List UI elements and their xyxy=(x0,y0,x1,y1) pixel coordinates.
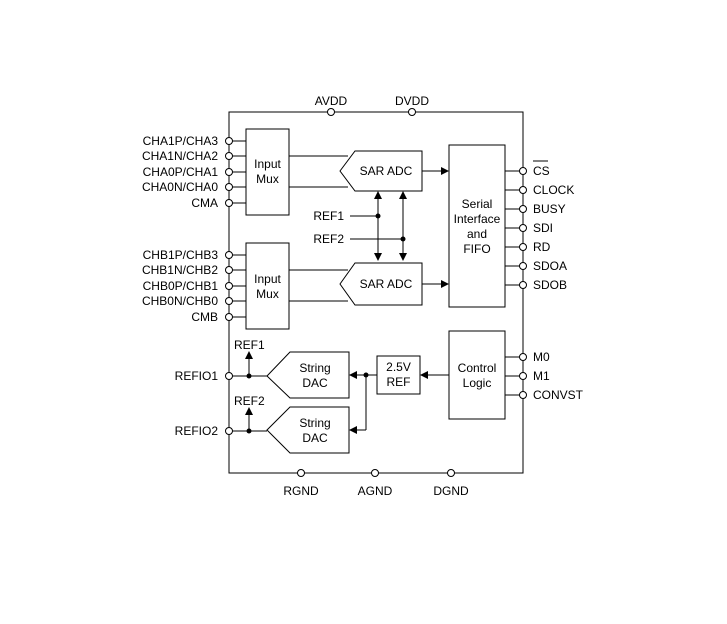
pin-cha0n xyxy=(225,183,233,191)
pin-m1 xyxy=(519,372,527,380)
pin-clock xyxy=(519,186,527,194)
control-logic xyxy=(448,330,506,420)
pin-label-chb1p: CHB1P/CHB3 xyxy=(143,248,219,262)
serial-label-4: FIFO xyxy=(463,242,490,256)
dac1-label-1: String xyxy=(299,361,330,375)
control-label-2: Logic xyxy=(463,376,492,390)
pin-label-m0: M0 xyxy=(533,350,550,364)
pin-label-cha0n: CHA0N/CHA0 xyxy=(142,180,218,194)
pin-cs xyxy=(519,167,527,175)
pin-label-cha1p: CHA1P/CHA3 xyxy=(143,134,219,148)
serial-interface-fifo xyxy=(448,144,506,308)
input-mux-b-label-2: Mux xyxy=(256,287,279,301)
pin-cha0p xyxy=(225,168,233,176)
pin-m0 xyxy=(519,353,527,361)
pin-label-refio1: REFIO1 xyxy=(175,369,219,383)
arrow-ref-to-dac2 xyxy=(349,426,357,434)
pin-chb0p xyxy=(225,282,233,290)
control-pins: M0 M1 CONVST xyxy=(505,350,584,402)
pin-cmb xyxy=(225,313,233,321)
pin-chb0n xyxy=(225,297,233,305)
pin-label-refio2: REFIO2 xyxy=(175,424,219,438)
string-dac-1 xyxy=(266,351,350,399)
pin-label-dvdd: DVDD xyxy=(395,94,429,108)
arrow-ref2-up xyxy=(399,191,407,199)
pin-label-cs: CS xyxy=(533,164,550,178)
pin-busy xyxy=(519,205,527,213)
pin-chb1p xyxy=(225,251,233,259)
arrow-control-to-ref xyxy=(420,371,428,379)
channel-a-pins: CHA1P/CHA3 CHA1N/CHA2 CHA0P/CHA1 CHA0N/C… xyxy=(142,134,246,210)
arrow-adc-a-to-serial xyxy=(441,167,449,175)
serial-label-3: and xyxy=(467,227,487,241)
pin-label-sdob: SDOB xyxy=(533,278,567,292)
pin-label-busy: BUSY xyxy=(533,202,566,216)
pin-cha1n xyxy=(225,152,233,160)
pin-sdi xyxy=(519,224,527,232)
pin-chb1n xyxy=(225,266,233,274)
ref-label-1: 2.5V xyxy=(386,360,411,374)
arrow-ref1-up xyxy=(374,191,382,199)
pin-agnd xyxy=(371,469,379,477)
control-label-1: Control xyxy=(458,361,497,375)
pin-refio2 xyxy=(225,427,233,435)
pin-avdd xyxy=(327,108,335,116)
channel-b-pins: CHB1P/CHB3 CHB1N/CHB2 CHB0P/CHB1 CHB0N/C… xyxy=(142,248,246,324)
pin-rgnd xyxy=(297,469,305,477)
pin-label-cmb: CMB xyxy=(191,310,218,324)
pin-label-dgnd: DGND xyxy=(433,484,469,498)
string-dac-2 xyxy=(266,406,350,454)
ref-2v5 xyxy=(376,355,421,395)
ref2-label: REF2 xyxy=(313,232,344,246)
serial-pins: CS CLOCK BUSY SDI RD SDOA SDOB xyxy=(505,160,574,292)
pin-label-chb1n: CHB1N/CHB2 xyxy=(142,263,218,277)
sar-adc-a-label: SAR ADC xyxy=(360,164,413,178)
input-mux-a xyxy=(245,128,290,216)
pin-dvdd xyxy=(408,108,416,116)
arrow-ref1-down xyxy=(374,253,382,261)
pin-rd xyxy=(519,243,527,251)
arrow-ref2-down xyxy=(399,253,407,261)
serial-label-1: Serial xyxy=(462,197,493,211)
pin-label-sdoa: SDOA xyxy=(533,259,567,273)
pin-refio1 xyxy=(225,372,233,380)
sar-adc-b-label: SAR ADC xyxy=(360,277,413,291)
pin-label-clock: CLOCK xyxy=(533,183,574,197)
arrow-adc-b-to-serial xyxy=(441,280,449,288)
ref1-out-label: REF1 xyxy=(234,338,265,352)
pin-label-rgnd: RGND xyxy=(283,484,319,498)
arrow-ref2-out xyxy=(245,407,253,415)
pin-label-avdd: AVDD xyxy=(315,94,348,108)
pin-sdoa xyxy=(519,262,527,270)
arrow-ref1-out xyxy=(245,351,253,359)
pin-cma xyxy=(225,199,233,207)
dac2-label-1: String xyxy=(299,416,330,430)
pin-label-agnd: AGND xyxy=(358,484,393,498)
pin-label-cha0p: CHA0P/CHA1 xyxy=(143,165,219,179)
ref2-out-label: REF2 xyxy=(234,394,265,408)
pin-label-cma: CMA xyxy=(191,196,218,210)
pin-label-cha1n: CHA1N/CHA2 xyxy=(142,149,218,163)
input-mux-a-label-2: Mux xyxy=(256,172,279,186)
serial-label-2: Interface xyxy=(454,212,501,226)
pin-label-chb0n: CHB0N/CHB0 xyxy=(142,294,218,308)
pin-label-m1: M1 xyxy=(533,369,550,383)
ref1-label: REF1 xyxy=(313,209,344,223)
pin-dgnd xyxy=(447,469,455,477)
dac2-label-2: DAC xyxy=(302,431,328,445)
pin-label-rd: RD xyxy=(533,240,551,254)
dac1-label-2: DAC xyxy=(302,376,328,390)
pin-cha1p xyxy=(225,137,233,145)
pin-label-chb0p: CHB0P/CHB1 xyxy=(143,279,219,293)
input-mux-b xyxy=(245,242,290,330)
pin-sdob xyxy=(519,281,527,289)
input-mux-b-label-1: Input xyxy=(254,272,281,286)
pin-label-sdi: SDI xyxy=(533,221,553,235)
arrow-ref-to-dac1 xyxy=(349,371,357,379)
ref-label-2: REF xyxy=(387,375,411,389)
pin-label-convst: CONVST xyxy=(533,388,584,402)
pin-convst xyxy=(519,391,527,399)
input-mux-a-label-1: Input xyxy=(254,157,281,171)
